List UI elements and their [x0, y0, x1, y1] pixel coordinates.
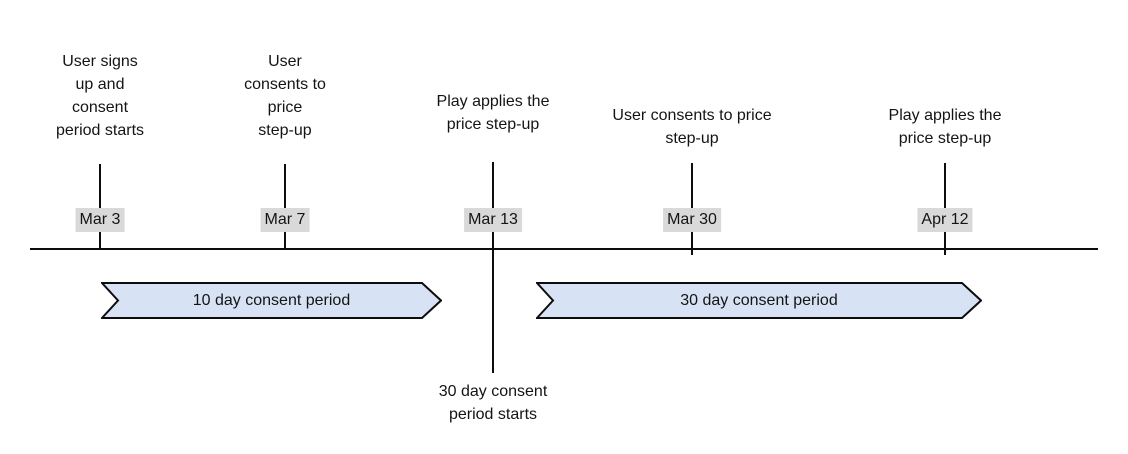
event-text-line: price — [267, 99, 303, 116]
event-text-line: consents to — [244, 76, 326, 93]
consent-band-label: 10 day consent period — [192, 291, 351, 309]
date-chip-user-signs-up: Mar 3 — [75, 208, 125, 232]
event-text-line: period starts — [55, 122, 145, 139]
date-chip-play-applies-first: Mar 13 — [464, 208, 522, 232]
event-text-user-consents-first: User consents to price step-up — [244, 50, 326, 142]
consent-band-thirty-day-period: 30 day consent period — [536, 282, 982, 319]
consent-band-ten-day-period: 10 day consent period — [101, 282, 442, 319]
annotation-30-day-consent-start: 30 day consent period starts — [439, 380, 548, 426]
annotation-line: 30 day consent — [438, 383, 548, 400]
banner-arrow-shape — [101, 282, 442, 319]
event-text-line: Play applies the — [436, 93, 550, 110]
event-text-line: up and — [75, 76, 125, 93]
event-text-line: User — [268, 53, 302, 70]
event-text-line: step-up — [665, 130, 719, 147]
date-chip-play-applies-second: Apr 12 — [917, 208, 973, 232]
consent-band-label: 30 day consent period — [680, 291, 838, 309]
event-text-line: Play applies the — [888, 107, 1002, 124]
event-text-user-consents-second: User consents to price step-up — [612, 104, 771, 150]
event-text-play-applies-first: Play applies the price step-up — [437, 90, 550, 136]
event-text-line: price step-up — [446, 116, 540, 133]
event-tick-user-consents-first — [284, 164, 286, 250]
event-text-line: User signs — [62, 53, 138, 70]
event-tick-play-applies-first — [492, 162, 494, 373]
event-text-line: price step-up — [898, 130, 992, 147]
date-chip-user-consents-second: Mar 30 — [663, 208, 721, 232]
event-text-line: User consents to price — [612, 107, 772, 124]
event-text-play-applies-second: Play applies the price step-up — [889, 104, 1002, 150]
annotation-line: period starts — [448, 406, 538, 423]
timeline-axis — [30, 248, 1098, 250]
event-tick-user-signs-up — [99, 164, 101, 250]
event-text-line: consent — [71, 99, 129, 116]
event-text-user-signs-up: User signs up and consent period starts — [56, 50, 144, 142]
banner-arrow-shape — [536, 282, 982, 319]
date-chip-user-consents-first: Mar 7 — [260, 208, 310, 232]
event-text-line: step-up — [258, 122, 312, 139]
